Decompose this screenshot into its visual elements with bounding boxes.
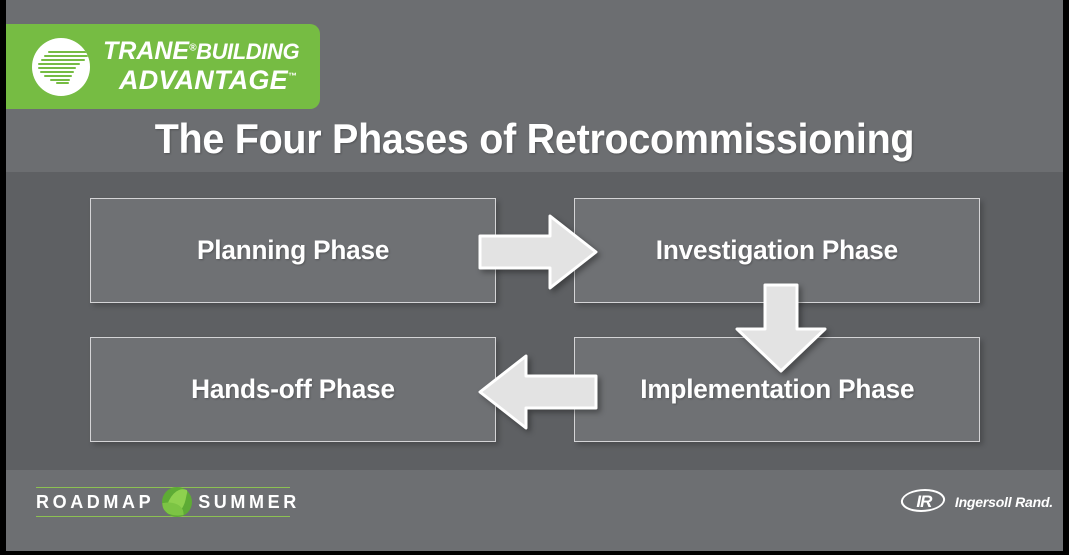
roadmap-word-left: ROADMAP	[36, 492, 155, 512]
roadmap-rule-top	[36, 487, 290, 488]
ingersoll-rand-logo: IR Ingersoll Rand.	[898, 489, 1053, 514]
trane-word-advantage: ADVANTAGE	[119, 65, 288, 95]
trane-building-advantage-logo: TRANE®BUILDING ADVANTAGE™	[6, 24, 320, 109]
arrow-right-icon	[478, 214, 598, 290]
slide-edge-bottom	[0, 551, 1069, 555]
trademark-mark-icon: ™	[287, 71, 297, 81]
slide-edge-right	[1063, 0, 1069, 555]
ir-monogram-icon: IR	[898, 489, 947, 514]
roadmap-word-right: SUMMER	[198, 492, 300, 512]
phase-box-planning[interactable]: Planning Phase	[90, 198, 496, 303]
phase-box-investigation-label: Investigation Phase	[655, 235, 899, 265]
trane-airflow-circle-icon	[32, 37, 90, 96]
phase-box-planning-label: Planning Phase	[196, 235, 390, 265]
green-leaf-icon	[160, 486, 193, 518]
phase-box-handsoff-label: Hands-off Phase	[191, 374, 395, 404]
phase-box-investigation[interactable]: Investigation Phase	[574, 198, 980, 303]
roadmap-rule-bottom	[36, 516, 290, 517]
roadmap-summer-logo: ROADMAP SUMMER	[36, 483, 300, 521]
ingersoll-rand-wordmark: Ingersoll Rand.	[954, 493, 1053, 510]
phase-box-implementation-label: Implementation Phase	[639, 374, 915, 404]
trane-word-secondary: BUILDING	[196, 39, 300, 64]
phase-box-handsoff[interactable]: Hands-off Phase	[90, 337, 496, 442]
slide-edge-left	[0, 0, 6, 555]
ir-monogram-text: IR	[916, 491, 932, 511]
arrow-down-icon	[735, 283, 827, 373]
trane-word-primary: TRANE	[103, 37, 190, 65]
registered-mark-icon: ®	[189, 42, 197, 54]
page-title: The Four Phases of Retrocommissioning	[154, 115, 915, 162]
arrow-left-icon	[478, 354, 598, 430]
trane-wordmark: TRANE®BUILDING ADVANTAGE™	[103, 37, 300, 95]
